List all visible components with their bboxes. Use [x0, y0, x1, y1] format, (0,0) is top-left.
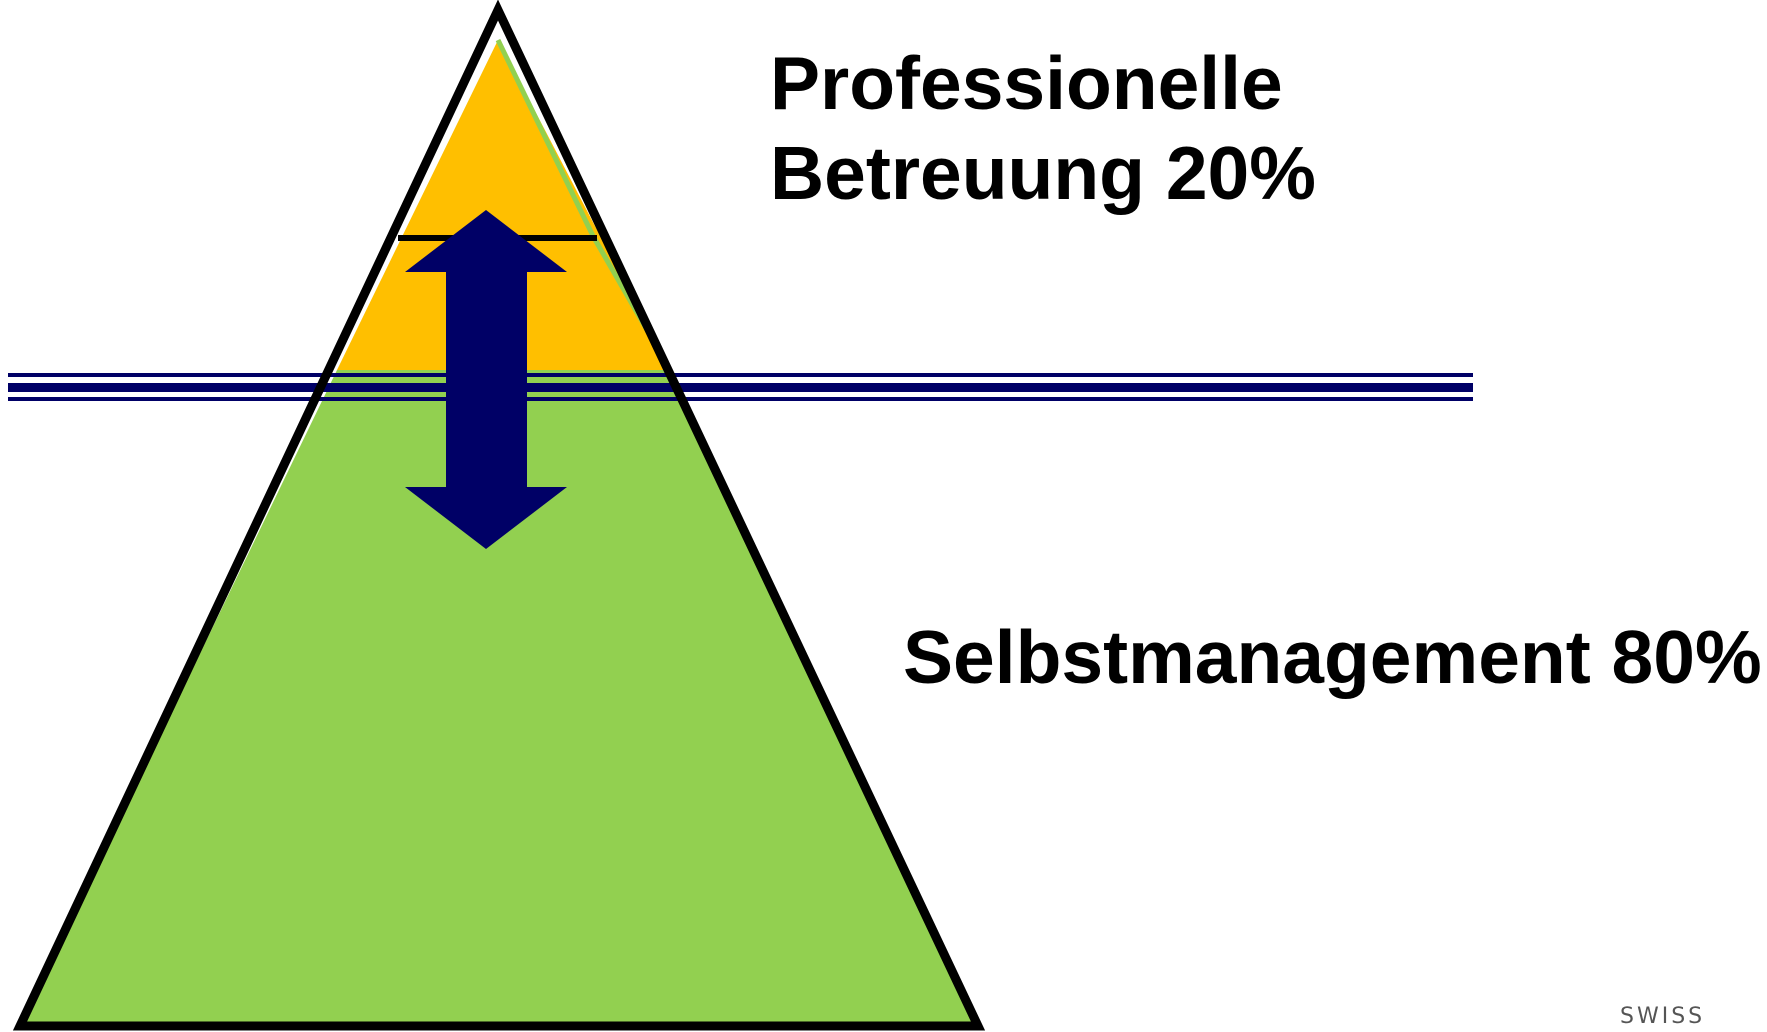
pyramid-outline [12, 0, 986, 1031]
professional-care-label: Professionelle Betreuung 20% [770, 38, 1316, 218]
self-management-label: Selbstmanagement 80% [903, 615, 1762, 699]
water-line [8, 373, 1473, 401]
professional-care-label-line2: Betreuung 20% [770, 131, 1316, 215]
professional-care-section [337, 40, 670, 370]
double-headed-vertical-arrow-icon [405, 210, 567, 549]
swiss-logo: SWISS [1620, 1004, 1706, 1029]
professional-care-label-line1: Professionelle [770, 41, 1283, 125]
self-management-section [20, 370, 978, 1026]
